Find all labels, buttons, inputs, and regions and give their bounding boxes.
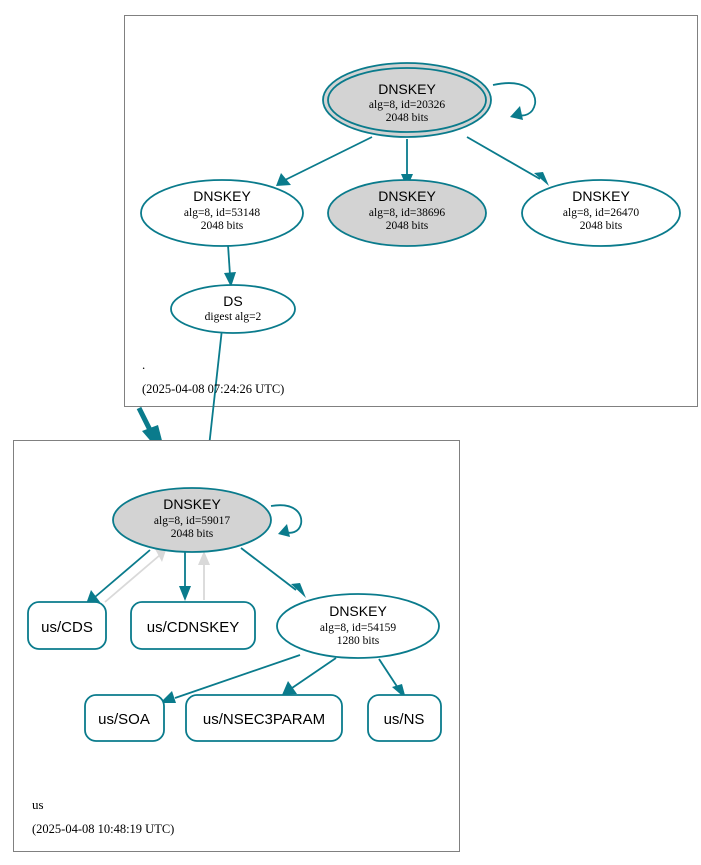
edge-ksk20326-to-dnskey53148 xyxy=(276,136,373,186)
node-us-nsec3param[interactable]: us/NSEC3PARAM xyxy=(185,694,343,742)
node-us-cds-box xyxy=(27,601,107,650)
node-us-dnskey-54159[interactable]: DNSKEY alg=8, id=54159 1280 bits xyxy=(276,593,440,659)
edge-us-cdnskey-to-dnskey59017 xyxy=(198,551,210,600)
node-us-cds-label: us/CDS xyxy=(41,619,93,636)
node-dnskey-26470-title: DNSKEY xyxy=(572,188,630,204)
node-dnskey-20326[interactable]: DNSKEY alg=8, id=20326 2048 bits xyxy=(322,62,492,138)
node-us-dnskey-59017-bits: 2048 bits xyxy=(171,528,214,540)
zone-label-root-timestamp: (2025-04-08 07:24:26 UTC) xyxy=(142,382,284,396)
node-us-dnskey-59017-ellipse xyxy=(112,487,272,553)
node-us-dnskey-54159-params: alg=8, id=54159 xyxy=(320,622,396,634)
node-dnskey-20326-params: alg=8, id=20326 xyxy=(369,99,445,111)
node-dnskey-38696-ellipse xyxy=(327,179,487,247)
node-us-ns[interactable]: us/NS xyxy=(367,694,442,742)
node-us-nsec3param-box xyxy=(185,694,343,742)
node-dnskey-38696-title: DNSKEY xyxy=(378,188,436,204)
node-dnskey-53148-params: alg=8, id=53148 xyxy=(184,207,260,219)
node-us-soa-label: us/SOA xyxy=(98,711,150,728)
node-us-cdnskey-box xyxy=(130,601,256,650)
node-us-soa-box xyxy=(84,694,165,742)
edge-us-dnskey54159-to-soa xyxy=(160,654,301,703)
node-dnskey-20326-bits: 2048 bits xyxy=(386,112,429,124)
node-us-soa[interactable]: us/SOA xyxy=(84,694,165,742)
zone-label-root-name: . xyxy=(142,357,145,372)
node-ds-ellipse xyxy=(170,284,296,334)
node-us-cdnskey[interactable]: us/CDNSKEY xyxy=(130,601,256,650)
node-us-dnskey-54159-ellipse xyxy=(276,593,440,659)
node-dnskey-53148[interactable]: DNSKEY alg=8, id=53148 2048 bits xyxy=(140,179,304,247)
node-dnskey-26470-params: alg=8, id=26470 xyxy=(563,207,639,219)
node-us-dnskey-54159-bits: 1280 bits xyxy=(337,635,380,647)
node-us-dnskey-59017[interactable]: DNSKEY alg=8, id=59017 2048 bits xyxy=(112,487,272,553)
node-dnskey-20326-inner-ellipse xyxy=(327,67,487,133)
node-us-dnskey-54159-title: DNSKEY xyxy=(329,603,387,619)
edge-us-dnskey54159-to-nsec3param xyxy=(282,657,337,695)
node-us-cds[interactable]: us/CDS xyxy=(27,601,107,650)
node-dnskey-38696[interactable]: DNSKEY alg=8, id=38696 2048 bits xyxy=(327,179,487,247)
edge-ksk20326-self-loop xyxy=(492,82,536,120)
zone-cluster-root: DNSKEY alg=8, id=20326 2048 bits DNSKEY … xyxy=(124,15,698,497)
node-us-ns-box xyxy=(367,694,442,742)
node-dnskey-26470-ellipse xyxy=(521,179,681,247)
node-dnskey-38696-params: alg=8, id=38696 xyxy=(369,207,445,219)
node-dnskey-20326-title: DNSKEY xyxy=(378,81,436,97)
node-dnskey-26470-bits: 2048 bits xyxy=(580,220,623,232)
zone-label-us-timestamp: (2025-04-08 10:48:19 UTC) xyxy=(32,822,174,836)
node-dnskey-38696-bits: 2048 bits xyxy=(386,220,429,232)
zone-cluster-us: DNSKEY alg=8, id=59017 2048 bits DNSKEY … xyxy=(13,440,460,852)
edge-ksk20326-to-dnskey26470 xyxy=(466,136,549,186)
zone-label-us-name: us xyxy=(32,797,44,812)
edge-us-dnskey59017-to-dnskey54159 xyxy=(240,547,306,598)
node-us-cdnskey-label: us/CDNSKEY xyxy=(147,619,240,636)
node-dnskey-53148-bits: 2048 bits xyxy=(201,220,244,232)
node-dnskey-53148-ellipse xyxy=(140,179,304,247)
edge-us-dnskey59017-self-loop xyxy=(270,504,303,537)
node-dnskey-53148-title: DNSKEY xyxy=(193,188,251,204)
node-us-ns-label: us/NS xyxy=(384,711,425,728)
edge-us-cds-to-dnskey59017 xyxy=(104,549,166,603)
node-ds-title: DS xyxy=(223,293,242,309)
node-dnskey-26470[interactable]: DNSKEY alg=8, id=26470 2048 bits xyxy=(521,179,681,247)
edge-us-dnskey59017-to-cdnskey xyxy=(179,552,191,601)
node-us-dnskey-59017-title: DNSKEY xyxy=(163,496,221,512)
edge-us-dnskey59017-to-cds xyxy=(86,549,151,604)
node-us-dnskey-59017-params: alg=8, id=59017 xyxy=(154,515,230,527)
node-us-nsec3param-label: us/NSEC3PARAM xyxy=(203,711,325,728)
edge-dnskey53148-to-ds xyxy=(224,244,236,287)
node-ds-digest: digest alg=2 xyxy=(205,311,262,323)
node-ds[interactable]: DS digest alg=2 xyxy=(170,284,296,334)
